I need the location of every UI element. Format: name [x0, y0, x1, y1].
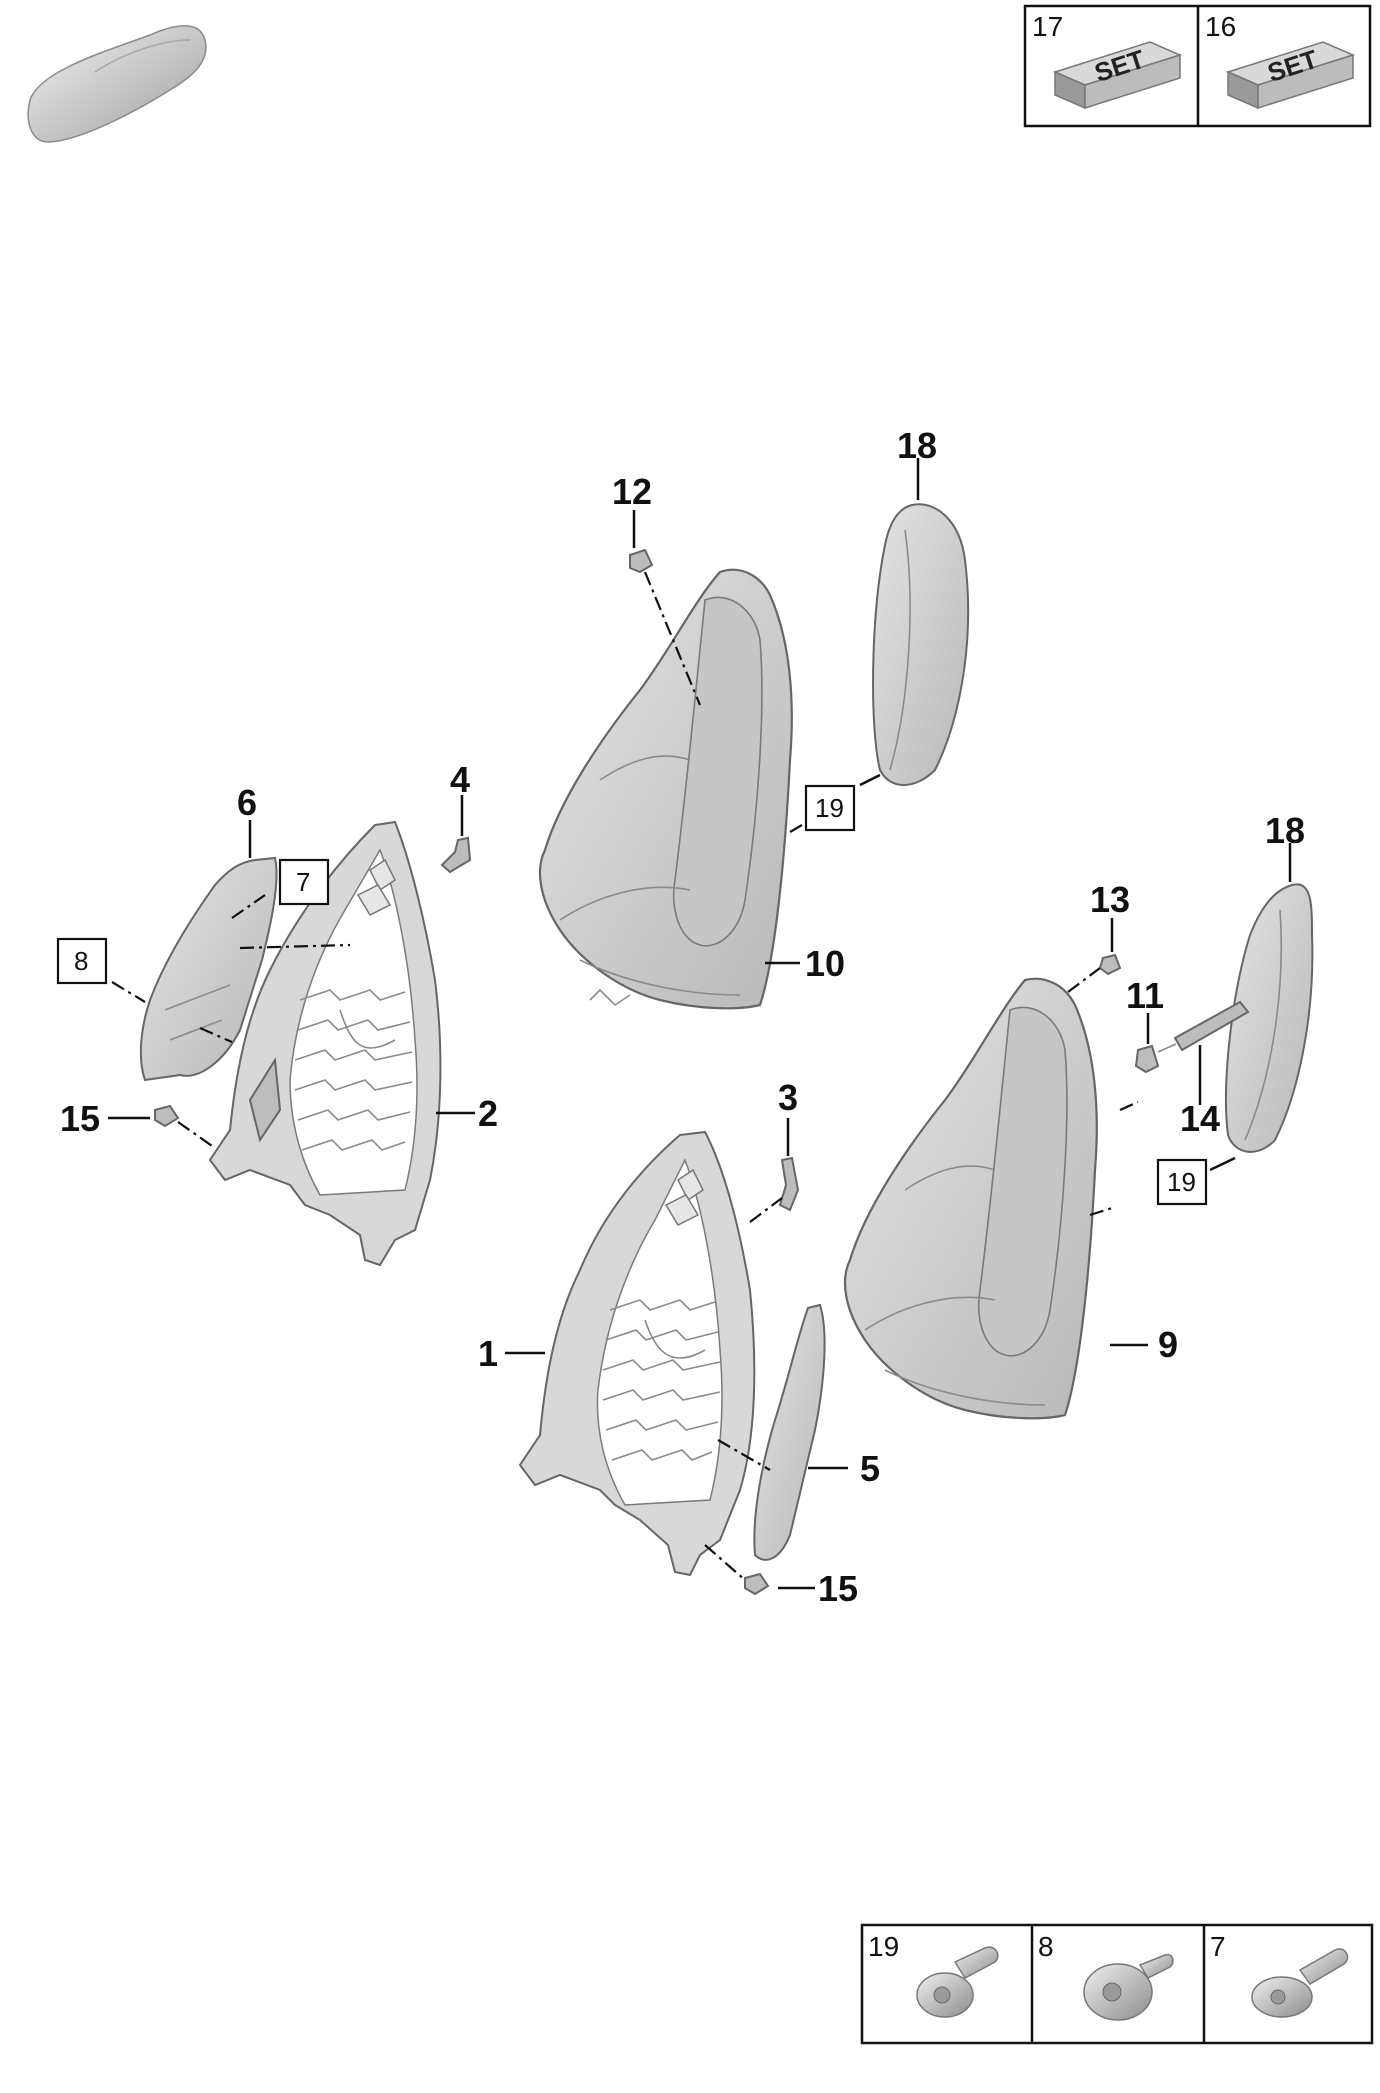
callout-18-lower: 18: [1265, 810, 1305, 851]
fastener-panel: 19 8 7: [860, 1923, 1374, 2045]
boxed-callout-7: 7: [296, 867, 310, 897]
set-panel-number-16: 16: [1205, 11, 1236, 42]
callout-18-upper: 18: [897, 425, 937, 466]
callout-1: 1: [478, 1333, 498, 1374]
callout-13: 13: [1090, 879, 1130, 920]
callout-2: 2: [478, 1093, 498, 1134]
part-18-side-trim-upper: [872, 503, 970, 786]
bolt-icon: [1083, 1953, 1174, 2021]
fastener-number-8: 8: [1038, 1931, 1054, 1962]
callout-11: 11: [1126, 975, 1164, 1016]
callout-9: 9: [1158, 1324, 1178, 1365]
callouts: 18 12 10 6 4 2 15 3 1 5 15 18 13 11 14 9: [60, 425, 1305, 1609]
part-13-clip: [1098, 953, 1122, 976]
part-4-bracket: [440, 836, 472, 874]
callout-15-center: 15: [818, 1568, 858, 1609]
part-2-backrest-frame: [208, 820, 442, 1267]
part-9-backrest-shell: [843, 977, 1098, 1420]
part-1-backrest-frame: [518, 1130, 756, 1577]
set-panel-number-17: 17: [1032, 11, 1063, 42]
part-15-clip-center: [744, 1572, 770, 1596]
boxed-callout-8: 8: [74, 946, 88, 976]
set-block-icon: SET: [1052, 41, 1183, 110]
part-3-bracket: [778, 1156, 800, 1212]
bolt-icon: [1251, 1948, 1349, 2018]
boxed-callout-19-lower: 19: [1167, 1167, 1196, 1197]
callout-5: 5: [860, 1448, 880, 1489]
assembly-lines: [111, 571, 1139, 1581]
boxed-callout-19-upper: 19: [815, 793, 844, 823]
part-15-clip-left: [154, 1104, 180, 1128]
part-14-strip: [1157, 1000, 1250, 1053]
bolt-icon: [916, 1946, 999, 2018]
part-6-side-cover: [139, 856, 278, 1082]
fastener-number-19: 19: [868, 1931, 899, 1962]
callout-6: 6: [237, 782, 257, 823]
car-silhouette-icon: [27, 25, 207, 143]
part-18-side-trim-lower: [1225, 883, 1314, 1153]
leader-lines: [108, 458, 1292, 1590]
callout-15-left: 15: [60, 1098, 100, 1139]
fastener-number-7: 7: [1210, 1931, 1226, 1962]
callout-14: 14: [1180, 1098, 1220, 1139]
callout-10: 10: [805, 943, 845, 984]
set-panel: 17 16 SET SET: [1023, 4, 1372, 128]
callout-4: 4: [450, 759, 470, 800]
part-11-connector: [1134, 1044, 1160, 1074]
part-5-side-trim-strip: [753, 1303, 826, 1561]
boxed-callouts: 19 7 8 19: [56, 784, 1208, 1206]
part-10-backrest-shell: [538, 568, 793, 1010]
part-12-clip: [629, 548, 654, 574]
set-block-icon: SET: [1225, 41, 1356, 110]
callout-3: 3: [778, 1077, 798, 1118]
callout-12: 12: [612, 471, 652, 512]
